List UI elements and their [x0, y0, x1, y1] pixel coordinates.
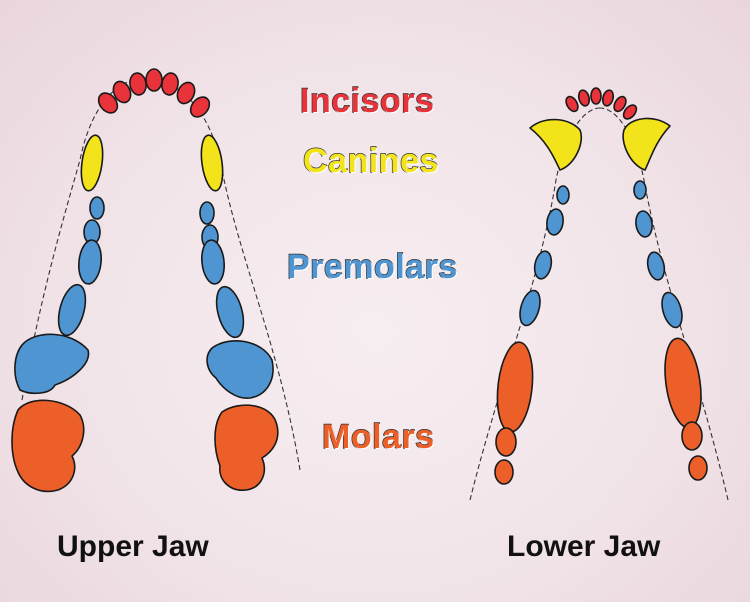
upper-premolar-tooth	[89, 196, 105, 220]
lower-incisor-tooth	[601, 89, 615, 107]
upper-premolar-tooth	[206, 340, 274, 399]
lower-incisor-tooth	[577, 89, 591, 107]
upper-jaw-arch	[11, 68, 301, 493]
lower-premolar-tooth	[646, 251, 666, 281]
lower-molar-tooth	[664, 337, 702, 429]
lower-premolar-tooth	[556, 185, 570, 205]
lower-premolar-tooth	[633, 180, 647, 200]
incisors-label: Incisors	[299, 81, 435, 120]
lower-premolar-tooth	[635, 210, 653, 238]
upper-molar-tooth	[11, 399, 85, 493]
lower-jaw-caption: Lower Jaw	[507, 530, 661, 563]
upper-incisor-tooth	[176, 81, 196, 105]
upper-premolar-tooth	[57, 283, 87, 337]
lower-premolar-tooth	[661, 291, 683, 329]
lower-molar-tooth	[496, 341, 534, 433]
molars-label: Molars	[321, 417, 435, 456]
lower-premolar-tooth	[519, 289, 541, 327]
lower-incisor-tooth	[613, 95, 627, 113]
lower-gum-line-left	[469, 107, 601, 501]
lower-premolar-tooth	[546, 208, 564, 236]
upper-premolar-tooth	[215, 285, 245, 339]
upper-jaw-caption: Upper Jaw	[57, 530, 209, 563]
lower-incisor-tooth	[590, 87, 602, 105]
upper-molar-tooth	[214, 404, 279, 491]
lower-incisor-tooth	[622, 104, 638, 120]
upper-incisor-tooth	[97, 92, 119, 114]
lower-molar-tooth	[495, 427, 517, 457]
upper-canine-tooth	[200, 134, 224, 192]
lower-incisor-tooth	[565, 95, 579, 113]
lower-canine-tooth	[529, 118, 582, 171]
lower-premolar-tooth	[533, 250, 553, 280]
lower-molar-tooth	[681, 421, 703, 451]
lower-molar-tooth	[688, 455, 708, 481]
upper-incisor-tooth	[161, 72, 179, 96]
lower-gum-line-right	[599, 107, 729, 501]
upper-incisor-tooth	[189, 96, 211, 118]
upper-canine-tooth	[80, 134, 104, 192]
lower-molar-tooth	[494, 459, 514, 485]
lower-jaw-arch	[469, 87, 729, 501]
canines-label: Canines	[302, 141, 439, 180]
lower-canine-tooth	[622, 117, 671, 171]
upper-premolar-tooth	[14, 333, 90, 395]
upper-incisor-tooth	[112, 80, 132, 104]
upper-premolar-tooth	[199, 201, 215, 225]
upper-incisor-tooth	[145, 68, 163, 92]
upper-premolar-tooth	[78, 239, 102, 285]
upper-premolar-tooth	[201, 239, 225, 285]
premolars-label: Premolars	[286, 247, 458, 286]
